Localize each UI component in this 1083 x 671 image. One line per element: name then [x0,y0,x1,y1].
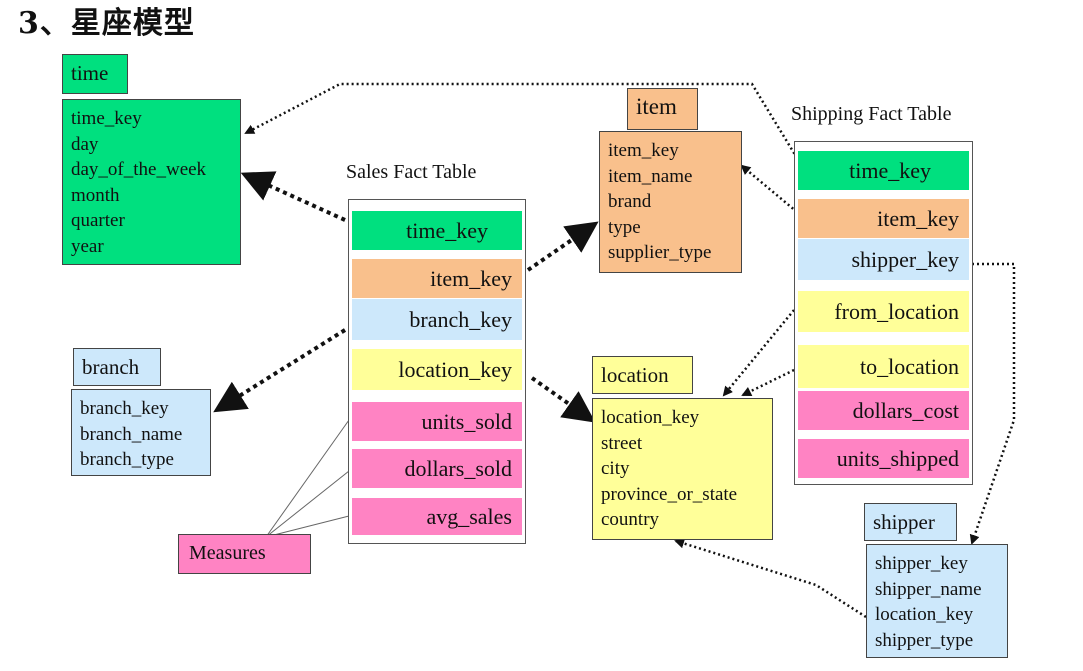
attribute: day [71,133,99,155]
link-shipping-from-location [722,309,795,397]
attribute: item_key [608,140,679,161]
item-dimension-attributes: item_key item_name brand type supplier_t… [599,131,742,273]
sales-key-branch: branch_key [352,298,522,340]
attribute: location_key [875,604,974,625]
link-shipping-to-location [741,368,795,397]
location-dimension-title: location [592,356,693,394]
attribute: shipper_name [875,578,982,600]
shipping-measure-units-shipped: units_shipped [798,438,969,478]
link-shipping-time [244,82,799,159]
link-shipping-item [740,164,798,213]
sales-key-time: time_key [352,210,522,250]
link-shipper-location [674,538,867,619]
link-sales-location [530,376,596,423]
link-shipping-shipper [969,262,1016,545]
shipping-key-shipper: shipper_key [798,238,969,280]
sales-measure-dollars-sold: dollars_sold [352,448,522,488]
sales-fact-table: time_key item_key branch_key location_ke… [348,199,526,544]
measures-line-1 [265,419,350,538]
attribute: branch_name [80,423,183,445]
attribute: city [601,458,630,479]
attribute: type [608,216,641,238]
attribute: province_or_state [601,483,738,505]
attribute: shipper_type [875,629,974,651]
attribute: time_key [71,108,142,129]
attribute: location_key [601,407,700,428]
shipping-key-to-location: to_location [798,344,969,388]
attribute: quarter [71,210,125,231]
link-sales-time [240,171,346,222]
shipper-dimension-attributes: shipper_key shipper_name location_key sh… [866,544,1008,658]
measures-label: Measures [178,534,311,574]
sales-measure-units-sold: units_sold [352,401,522,441]
sales-fact-table-label: Sales Fact Table [346,161,477,183]
attribute: brand [608,191,652,212]
shipping-measure-dollars-cost: dollars_cost [798,390,969,430]
attribute: street [601,432,643,454]
attribute: supplier_type [608,242,712,263]
attribute: branch_type [80,449,174,470]
shipping-key-time: time_key [798,150,969,190]
attribute: item_name [608,165,693,187]
time-dimension-attributes: time_key day day_of_the_week month quart… [62,99,241,265]
attribute: day_of_the_week [71,159,207,180]
time-dimension-title: time [62,54,128,94]
attribute: country [601,509,660,530]
attribute: month [71,184,120,206]
shipping-key-item: item_key [798,198,969,238]
shipping-fact-table: time_key item_key shipper_key from_locat… [794,141,973,485]
item-dimension-title: item [627,88,698,130]
link-sales-branch [213,328,347,413]
sales-measure-avg-sales: avg_sales [352,497,522,535]
location-dimension-attributes: location_key street city province_or_sta… [592,398,773,540]
link-sales-item [526,221,599,272]
branch-dimension-title: branch [73,348,161,386]
shipping-fact-table-label: Shipping Fact Table [791,103,952,125]
sales-key-item: item_key [352,258,522,298]
attribute: year [71,235,104,257]
shipping-key-from-location: from_location [798,290,969,332]
shipper-dimension-title: shipper [864,503,957,541]
attribute: branch_key [80,398,169,419]
attribute: shipper_key [875,553,968,574]
measures-line-3 [265,515,350,538]
sales-key-location: location_key [352,348,522,390]
page-title: 3、星座模型 [18,6,195,41]
branch-dimension-attributes: branch_key branch_name branch_type [71,389,211,476]
measures-line-2 [265,470,350,538]
